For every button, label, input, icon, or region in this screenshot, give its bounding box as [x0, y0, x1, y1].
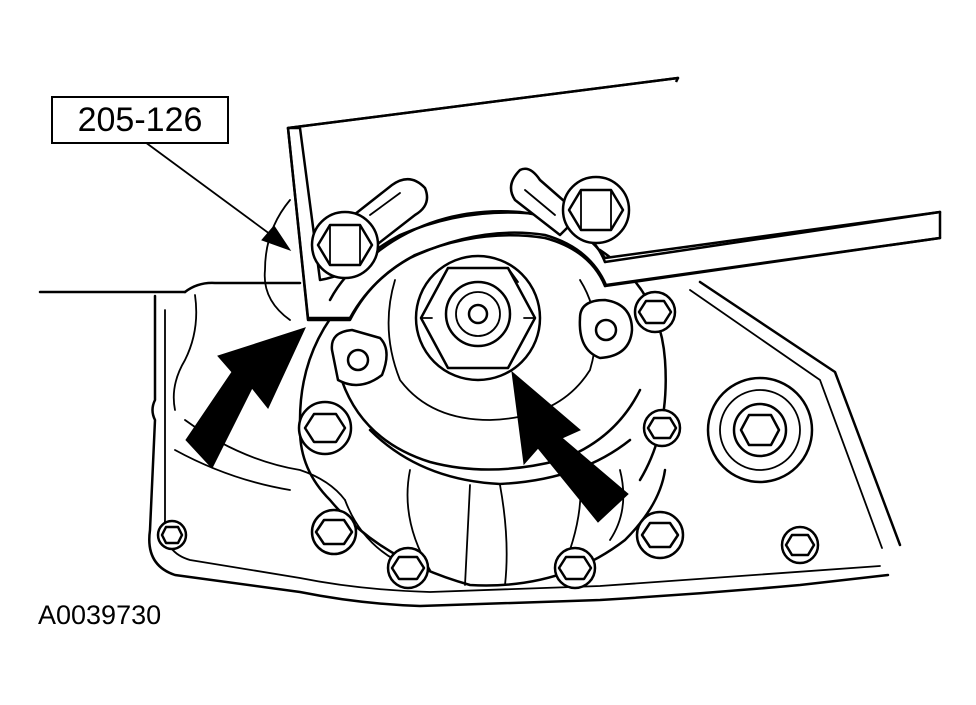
- bolt-bottom-left: [386, 546, 430, 590]
- pump-bolts: [156, 290, 820, 590]
- tool-bolts: [310, 175, 631, 280]
- tool-bolt-right: [561, 175, 631, 245]
- arrow-right: [511, 370, 629, 523]
- callout-leader: [144, 141, 292, 251]
- bolt-left-lower: [310, 508, 358, 556]
- bolt-left-upper: [297, 400, 353, 456]
- bolt-right-mid: [642, 408, 682, 448]
- tool-callout-label: 205-126: [51, 96, 229, 144]
- pump-shaft-nut: [414, 254, 542, 382]
- bolt-right-lower: [635, 510, 685, 560]
- bolt-pan-left: [156, 519, 188, 551]
- bolt-bottom-right: [553, 546, 597, 590]
- bolt-far-right: [780, 525, 820, 565]
- arrow-left: [185, 327, 306, 469]
- figure-id: A0039730: [38, 600, 162, 630]
- tool-bolt-left: [310, 210, 380, 280]
- cover-plug: [706, 376, 814, 484]
- bolt-right-upper: [633, 290, 677, 334]
